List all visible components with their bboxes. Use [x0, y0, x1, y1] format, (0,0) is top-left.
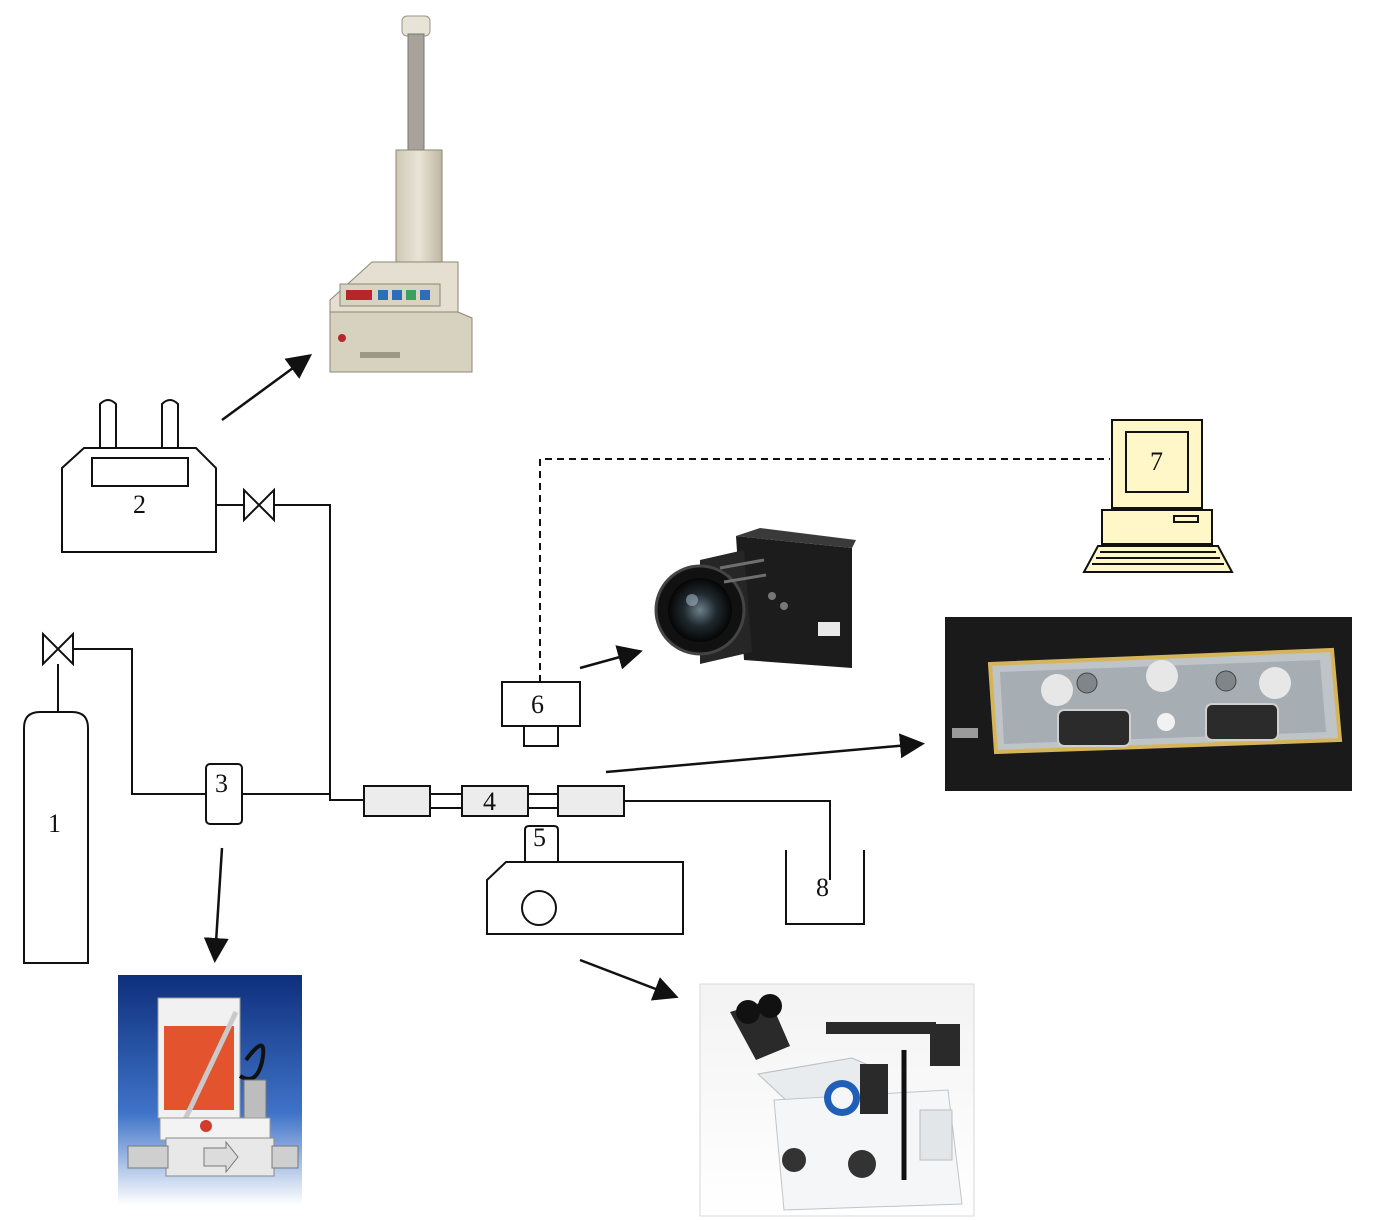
syringe-pump-photo: [329, 15, 473, 373]
computer-icon: [1082, 419, 1234, 573]
camera-photo: [654, 528, 856, 668]
label-1: 1: [48, 809, 61, 838]
bowtie-valve-icon: [243, 487, 275, 523]
label-4: 4: [483, 787, 496, 816]
arrow-icon: [203, 847, 229, 963]
label-3: 3: [215, 769, 228, 798]
microscope-schematic: [486, 825, 684, 935]
microfluidic-chip-photo: [945, 617, 1352, 791]
data-link: [539, 458, 1110, 682]
label-7: 7: [1150, 447, 1163, 476]
label-6: 6: [531, 690, 544, 719]
label-8: 8: [816, 873, 829, 902]
collection-beaker: [785, 850, 865, 925]
flow-meter-photo: [118, 975, 302, 1205]
label-5: 5: [533, 823, 546, 852]
arrow-icon: [605, 733, 925, 774]
microscope-photo: [699, 983, 975, 1217]
arrow-icon: [221, 354, 313, 422]
arrow-icon: [579, 645, 643, 670]
syringe-pump-schematic: [61, 399, 217, 553]
arrow-icon: [579, 958, 679, 1001]
label-2: 2: [133, 490, 146, 519]
gas-cylinder: [23, 664, 89, 964]
bowtie-valve-icon: [42, 631, 74, 667]
